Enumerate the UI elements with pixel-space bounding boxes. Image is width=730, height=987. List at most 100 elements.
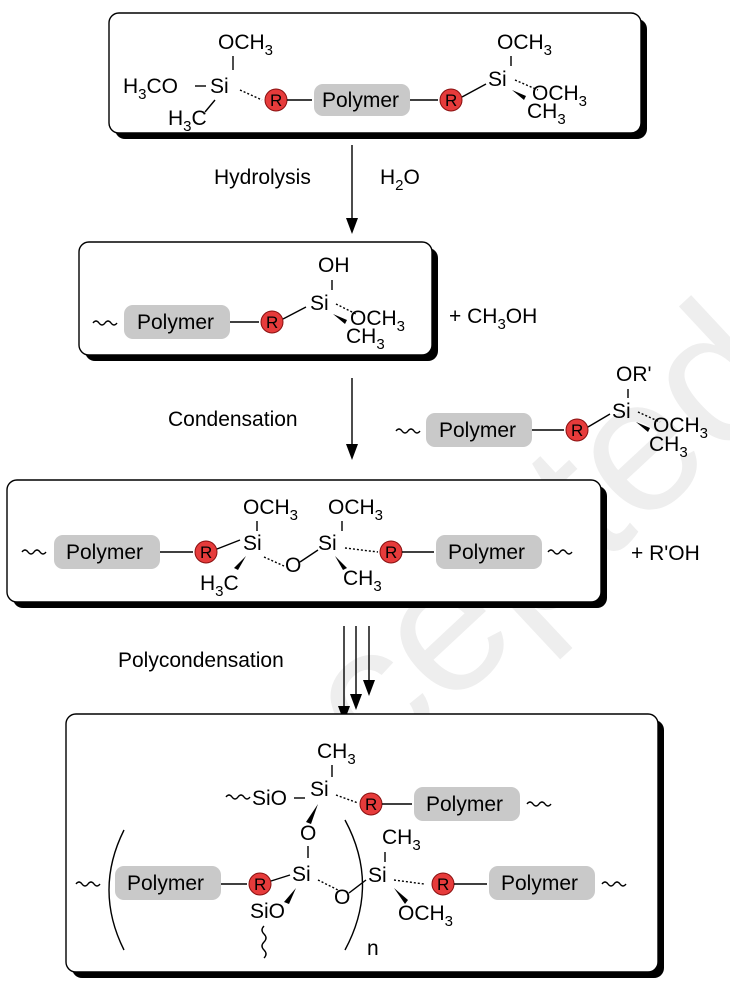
bond — [587, 413, 611, 428]
polymer-label: Polymer — [448, 541, 525, 564]
r-label: R — [385, 543, 397, 562]
bond-wedge — [333, 314, 347, 324]
box1-top-och3: OCH3 — [218, 31, 273, 59]
box1-h3co: H3CO — [123, 75, 178, 103]
reagent2-si: Si — [612, 400, 631, 423]
box-3-siloxane-dimer: Polymer R OCH3 Si O H3C OCH3 Si CH3 R Po… — [6, 479, 607, 608]
left-bracket — [108, 829, 125, 951]
box4-och3: OCH3 — [398, 902, 453, 930]
r-label: R — [266, 313, 278, 332]
box-1-frame — [108, 12, 642, 134]
box2-ch3: CH3 — [346, 325, 385, 353]
box1-si-right: Si — [488, 68, 507, 91]
r-label: R — [254, 875, 266, 894]
polymer-label: Polymer — [322, 89, 399, 112]
right-bracket — [344, 819, 364, 951]
polymer-pill — [414, 787, 520, 821]
wavy-bond — [261, 925, 267, 959]
box1-si-left: Si — [210, 75, 229, 98]
box4-si-middle: Si — [292, 863, 311, 886]
box-4-crosslinked-network: CH3 SiO Si R Polymer O Polymer R Si SiO … — [65, 713, 664, 978]
polymer-label: Polymer — [501, 872, 578, 895]
step-hydrolysis: Hydrolysis H2O — [214, 145, 420, 234]
bond-hashed — [514, 79, 539, 91]
box2-si: Si — [310, 292, 329, 315]
r-group-ball — [565, 418, 589, 442]
box4-ch3-right: CH3 — [382, 826, 421, 854]
box3-ch3: CH3 — [343, 567, 382, 595]
polymer-label: Polymer — [127, 872, 204, 895]
box2-och3: OCH3 — [350, 307, 405, 335]
polymer-pill — [124, 305, 230, 339]
byproduct-methanol: + CH3OH — [449, 305, 537, 333]
polymer-pill — [54, 535, 160, 569]
reagent2-or: OR' — [616, 363, 652, 386]
r-group-ball — [248, 872, 272, 896]
box3-si-left: Si — [243, 532, 262, 555]
byproduct-alcohol: + R'OH — [631, 542, 700, 565]
polymer-pill — [436, 535, 542, 569]
hydrolysis-reagent: H2O — [380, 166, 420, 194]
r-label: R — [200, 543, 212, 562]
box3-och3-left: OCH3 — [243, 496, 298, 524]
bond — [270, 874, 291, 882]
arrow-head — [350, 694, 362, 710]
bond-hashed — [637, 411, 661, 423]
bond-hashed — [344, 547, 379, 553]
box1-right-och3-top: OCH3 — [497, 31, 552, 59]
box-3-frame — [6, 479, 602, 603]
bond-wedge — [636, 422, 650, 432]
box4-sio-bottom: SiO — [250, 900, 285, 923]
arrow-head — [346, 218, 358, 234]
r-label: R — [365, 795, 377, 814]
bond-wedge — [394, 888, 408, 904]
bond — [282, 306, 307, 320]
polymer-pill — [115, 866, 221, 900]
arrow-head — [346, 444, 358, 460]
box-2-silanol: Polymer R OH Si OCH3 CH3 — [78, 241, 438, 361]
reagent2-ch3: CH3 — [649, 433, 688, 461]
box3-och3-right: OCH3 — [328, 496, 383, 524]
polymer-pill — [426, 413, 532, 447]
bond — [461, 83, 487, 98]
condensation-label: Condensation — [168, 408, 298, 431]
box1-h3c: H3C — [168, 107, 207, 135]
r-group-ball — [260, 310, 284, 334]
bond-wedge — [234, 556, 246, 570]
polymer-pill — [489, 866, 595, 900]
bond-wedge — [512, 90, 526, 100]
r-label: R — [270, 91, 282, 110]
bond-hashed — [239, 89, 263, 101]
hydrolysis-label: Hydrolysis — [214, 166, 311, 189]
box1-right-och3: OCH3 — [532, 82, 587, 110]
reagent-2-alkoxysilane: Polymer R OR' Si OCH3 CH3 — [395, 363, 708, 461]
box4-si-top: Si — [310, 778, 329, 801]
box4-sio-top: SiO — [252, 787, 287, 810]
bond-wedge — [284, 888, 296, 904]
box4-o-bracket: O — [334, 886, 350, 909]
box2-oh: OH — [318, 254, 350, 277]
polymer-label: Polymer — [137, 311, 214, 334]
polymer-pill — [314, 84, 410, 116]
box-1-silane-polymer: OCH3 H3CO Si H3C R Polymer R OCH3 Si OCH… — [108, 12, 647, 139]
polymer-label: Polymer — [66, 541, 143, 564]
step-polycondensation: Polycondensation — [118, 626, 375, 722]
box1-right-ch3: CH3 — [527, 100, 566, 128]
step-condensation: Condensation — [168, 378, 358, 460]
reagent2-och3: OCH3 — [653, 414, 708, 442]
box4-si-right: Si — [368, 864, 387, 887]
box-4-frame — [65, 713, 659, 973]
r-label: R — [437, 875, 449, 894]
box3-h3c: H3C — [200, 572, 239, 600]
r-group-ball — [439, 88, 463, 112]
r-label: R — [571, 421, 583, 440]
bond-wedge — [306, 804, 318, 824]
polycondensation-label: Polycondensation — [118, 649, 284, 672]
polymer-label: Polymer — [426, 793, 503, 816]
box4-o-vertical: O — [300, 822, 316, 845]
box4-ch3-top: CH3 — [317, 740, 356, 768]
r-label: R — [445, 91, 457, 110]
repeat-index-n: n — [367, 937, 379, 960]
polymer-chain-wiggle — [395, 428, 421, 434]
polymer-label: Polymer — [439, 419, 516, 442]
